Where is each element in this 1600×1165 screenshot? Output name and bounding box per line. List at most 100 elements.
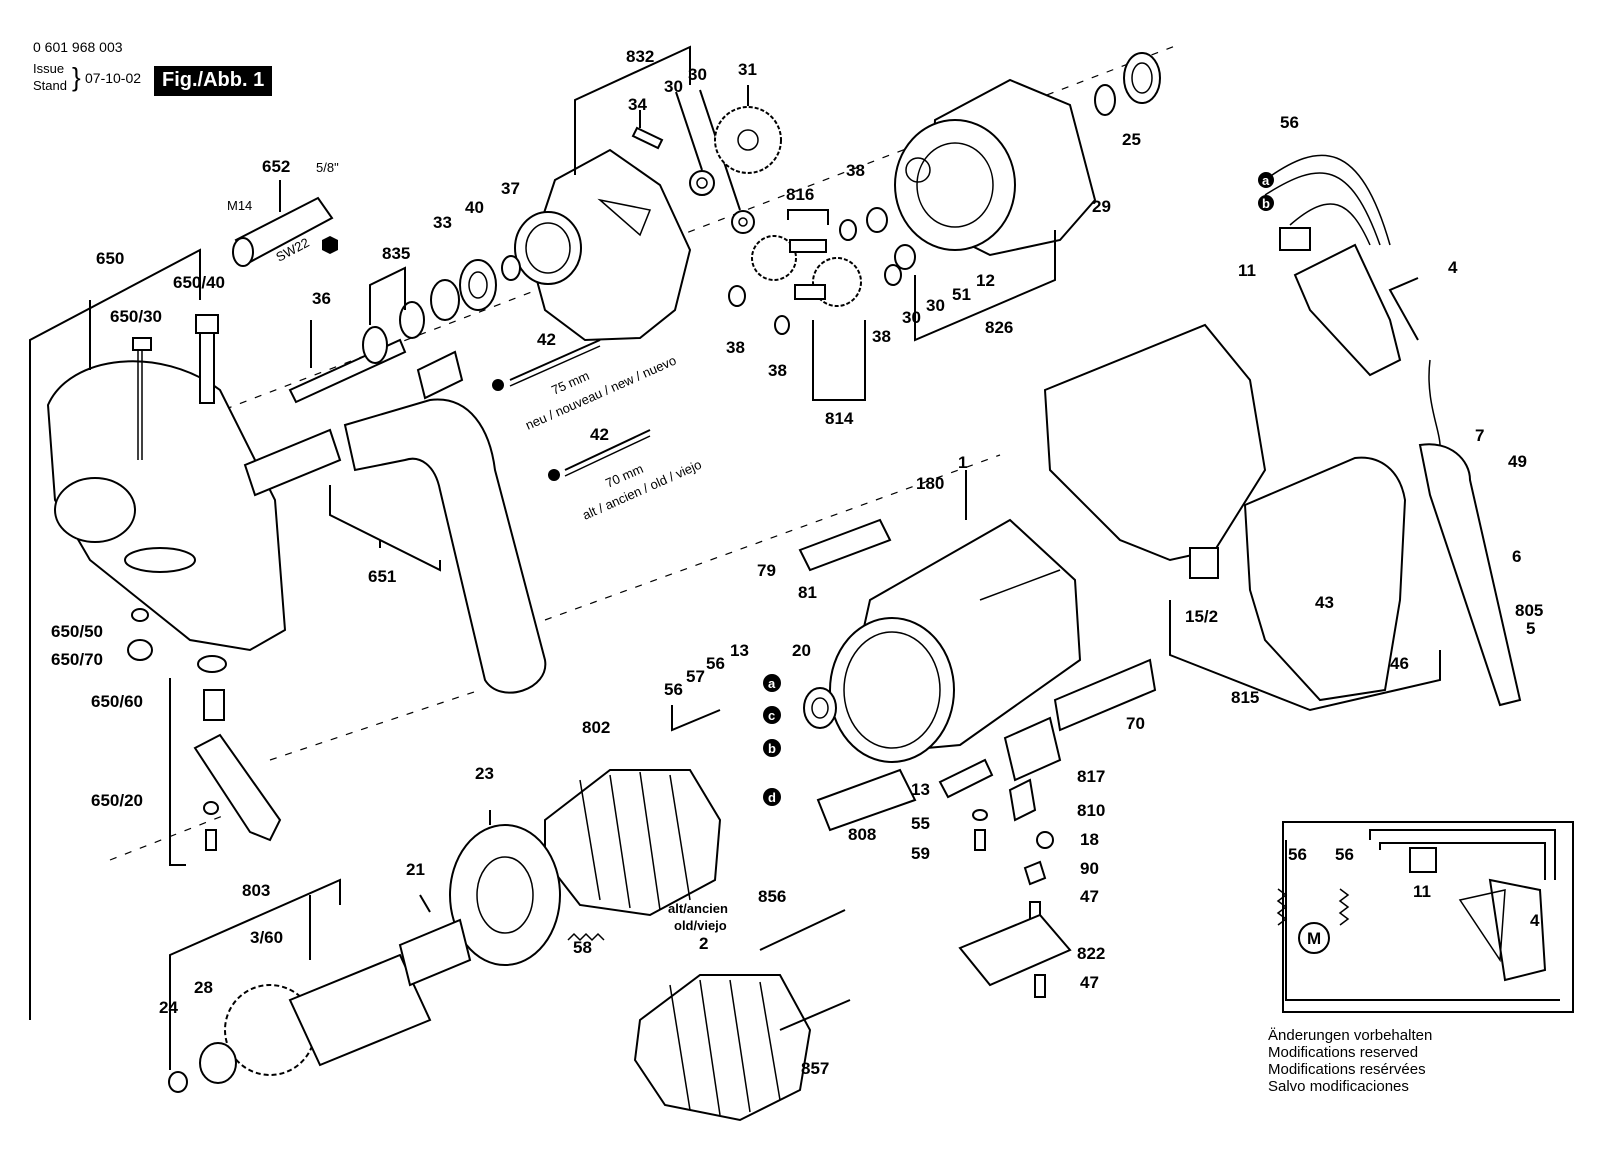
callout-58: 58 [573,938,592,957]
callout-81: 81 [798,583,817,602]
callout-30b: 30 [688,65,707,84]
callout-42-new: 42 [537,330,556,349]
callout-11b: 11 [1413,882,1431,901]
adapter-652-drawing [232,196,334,267]
callout-856: 856 [758,887,786,906]
callout-650-70: 650/70 [51,650,103,669]
separator-line-mid [544,454,1001,621]
callout-6: 6 [1512,547,1521,566]
callout-59: 59 [911,844,930,863]
label-79-drawing [798,518,892,572]
callout-650-50: 650/50 [51,622,103,641]
spring-58-icon [567,932,605,942]
separator-line-low [269,689,481,761]
note-en: Modifications reserved [1268,1044,1419,1061]
callout-24: 24 [159,998,178,1017]
callout-650-60: 650/60 [91,692,143,711]
leader-803 [169,878,341,1070]
callout-651: 651 [368,567,396,586]
callout-79: 79 [757,561,776,580]
callout-802: 802 [582,718,610,737]
leader-835 [369,266,406,325]
bolt-650-40-drawing [195,314,219,404]
callout-25: 25 [1122,130,1141,149]
figure-label: Fig./Abb. 1 [154,66,273,96]
callout-810: 810 [1077,801,1105,820]
callout-18: 18 [1080,830,1099,849]
terminal-b-icon [1258,195,1274,211]
callout-56a: 56 [1280,113,1299,132]
callout-47a: 47 [1080,887,1099,906]
callout-38a: 38 [726,338,745,357]
terminal-a-label: a [1262,173,1270,188]
callout-826: 826 [985,318,1013,337]
bearing-30-right-drawing [731,210,755,234]
side-handle-651-drawing [243,398,547,694]
washer-38-group [728,207,916,335]
callout-23: 23 [475,764,494,783]
callout-814: 814 [825,409,854,428]
handle-housing-815-drawing [1043,323,1407,702]
callout-12: 12 [976,271,995,290]
terminal-b-label: b [1262,196,1270,211]
terminal-a-icon [1258,172,1274,188]
callout-56d: 56 [1288,845,1307,864]
screw-42-new-drawing [492,339,601,391]
separator-line-left [109,814,226,861]
callout-57: 57 [686,667,705,686]
callout-11a: 11 [1238,261,1256,280]
leader-650 [29,248,201,1020]
callout-5: 5 [1526,619,1535,638]
callout-650-40: 650/40 [173,273,225,292]
callout-15-2: 15/2 [1185,607,1218,626]
leader-826 [914,230,1056,342]
issue-date: 07-10-02 [85,70,142,86]
callout-56c: 56 [706,654,725,673]
callout-56e: 56 [1335,845,1354,864]
screw-42-old-drawing [548,429,651,481]
callout-650-30: 650/30 [110,307,162,326]
callout-43: 43 [1315,593,1334,612]
field-old-2-drawing [633,909,851,1122]
motor-housing-1-drawing [829,518,1082,763]
wire-c-label: c [768,708,775,723]
callout-816: 816 [786,185,814,204]
callout-13b: 13 [911,780,930,799]
callout-650-20: 650/20 [91,791,143,810]
callout-4a: 4 [1448,258,1458,277]
callout-90: 90 [1080,859,1099,878]
leader-30a [675,91,703,171]
wrench-icon-drawing [416,350,464,400]
callout-38d: 38 [872,327,891,346]
callout-21: 21 [406,860,425,879]
leader-802-wire [671,705,721,732]
leader-4 [1388,277,1419,341]
callout-28: 28 [194,978,213,997]
collar-650-drawing [46,360,287,652]
callout-49: 49 [1508,452,1527,471]
leader-815 [1169,600,1441,712]
cable-6-drawing [1418,359,1522,707]
callout-832: 832 [626,47,654,66]
callout-36: 36 [312,289,331,308]
ring-29-drawing [1094,52,1161,116]
callout-70: 70 [1126,714,1145,733]
brace-glyph: } [72,62,81,92]
callout-31: 31 [738,60,757,79]
separator-line-top [209,45,1176,416]
callout-3-60: 3/60 [250,928,283,947]
callout-2: 2 [699,934,708,953]
callout-55: 55 [911,814,930,833]
wire-b-icon [763,739,781,757]
callout-835: 835 [382,244,410,263]
callout-33: 33 [433,213,452,232]
callout-20: 20 [792,641,811,660]
callout-30d: 30 [926,296,945,315]
callout-30c: 30 [902,308,921,327]
callout-805: 805 [1515,601,1543,620]
gear-31-drawing [714,106,782,174]
part-number: 0 601 968 003 [33,39,123,55]
callout-803: 803 [242,881,270,900]
issue-label: Issue [33,61,65,76]
